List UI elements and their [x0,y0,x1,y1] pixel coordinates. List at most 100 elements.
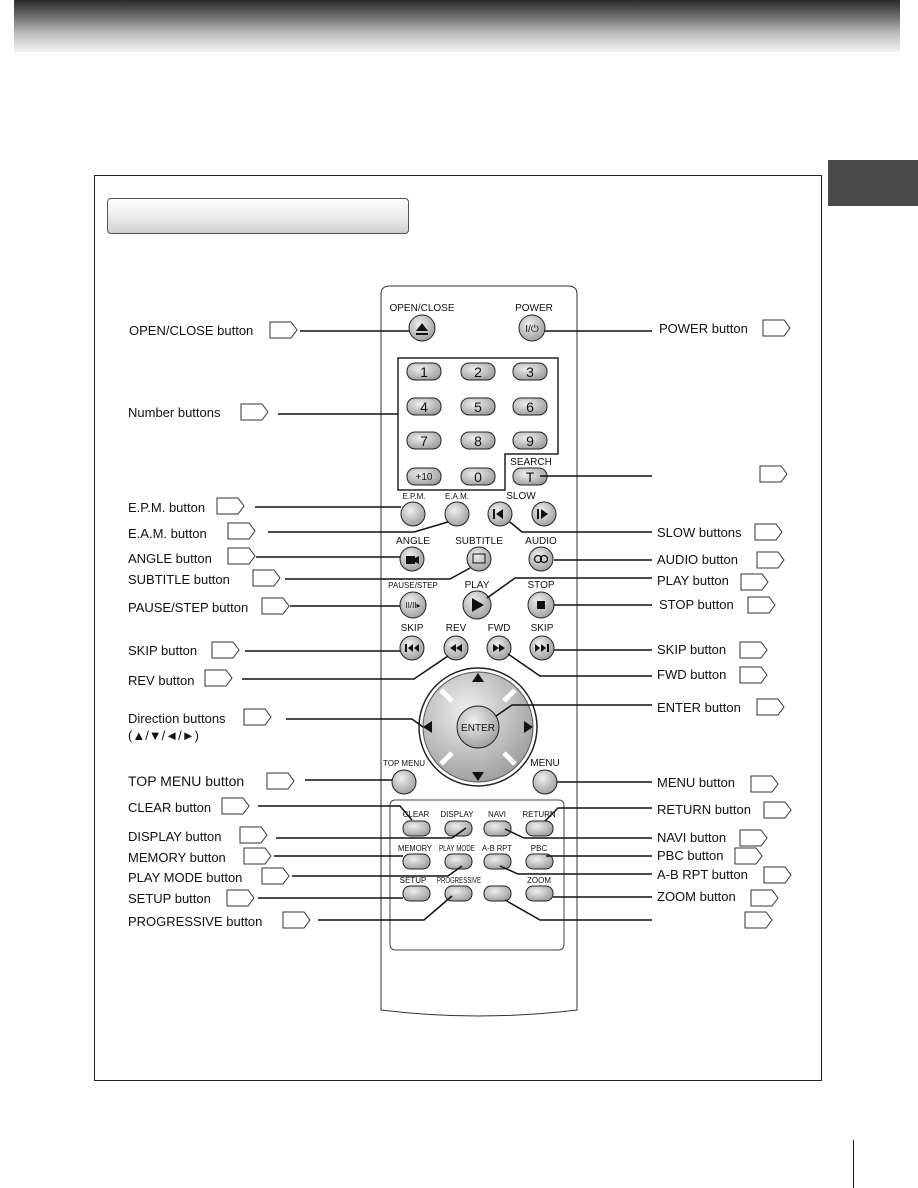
remote-label-skip-left: SKIP [401,623,424,634]
zero-label: 0 [474,469,482,485]
digit-key[interactable] [512,397,548,416]
label-zoom: ZOOM button [657,889,736,904]
title-box [107,198,409,234]
up-arrow-icon [472,673,484,682]
digit-label: 1 [420,364,428,380]
digit-key[interactable] [460,397,496,416]
navi-key[interactable] [483,820,512,837]
memory-key[interactable] [402,853,431,870]
label-clear: CLEAR button [128,800,211,815]
eam-key[interactable] [444,501,470,527]
play-mode-key[interactable] [444,853,473,870]
remote-label-subtitle: SUBTITLE [455,536,503,547]
remote-label-skip-right: SKIP [531,623,554,634]
page-ref-tag [756,551,785,569]
digit-key[interactable] [460,362,496,381]
remote-label-rev: REV [446,623,467,634]
lower-panel [389,799,565,951]
page-ref-tag [261,597,290,615]
display-key[interactable] [444,820,473,837]
digit-key[interactable] [460,431,496,450]
epm-key[interactable] [400,501,426,527]
return-key[interactable] [525,820,554,837]
label-angle: ANGLE button [128,551,212,566]
page-ref-tag [261,867,290,885]
remote-label-progressive: PROGRESSIVE [437,876,481,885]
menu-key[interactable] [532,769,558,795]
setup-key[interactable] [402,885,431,902]
digit-label: 3 [526,364,534,380]
page-ref-tag [740,573,769,591]
power-icon: I/⏻ [525,324,539,335]
remote-label-display: DISPLAY [440,810,474,819]
fwd-icon [493,644,505,652]
page-ref-tag [762,319,791,337]
remote-label-eam: E.A.M. [445,492,469,501]
label-pbc: PBC button [657,848,724,863]
number-pad-frame [397,357,559,491]
ab-rpt-key[interactable] [483,853,512,870]
progressive-key[interactable] [444,885,473,902]
page-ref-tag [744,911,773,929]
digit-label: 4 [420,399,428,415]
zoom-key[interactable] [525,885,554,902]
remote-label-power: POWER [515,303,553,314]
label-subtitle: SUBTITLE button [128,572,230,587]
digit-key[interactable] [512,431,548,450]
remote-label-epm: E.P.M. [403,492,426,501]
remote-label-menu: MENU [530,758,559,769]
remote-label-navi: NAVI [488,810,506,819]
power-key[interactable] [518,314,546,342]
label-power: POWER button [659,321,748,336]
page-ref-tag [282,911,311,929]
eject-icon [416,323,428,335]
top-menu-key[interactable] [391,769,417,795]
page-ref-tag [734,847,763,865]
label-play: PLAY button [657,573,729,588]
page-ref-tag [211,641,240,659]
page-ref-tag [239,826,268,844]
audio-icon [533,554,549,564]
remote-label-top-menu: TOP MENU [383,759,425,768]
clear-key[interactable] [402,820,431,837]
page-ref-tag [227,522,256,540]
plus10-key[interactable] [406,467,442,486]
page-ref-tag [227,547,256,565]
remote-label-search: SEARCH [510,457,552,468]
label-audio: AUDIO button [657,552,738,567]
label-eam: E.A.M. button [128,526,207,541]
digit-key[interactable] [406,431,442,450]
page-ref-tag [226,889,255,907]
digit-key[interactable] [406,362,442,381]
pause-step-key[interactable] [399,591,427,619]
page-ref-tag [269,321,298,339]
section-tab [828,160,918,206]
page-ref-tag [756,698,785,716]
page-ref-tag [221,797,250,815]
label-top-menu: TOP MENU button [128,773,244,789]
remote-label-audio: AUDIO [525,536,557,547]
unlabeled-key[interactable] [483,885,512,902]
label-number: Number buttons [128,405,221,420]
page-ref-tag [754,523,783,541]
digit-label: 7 [420,433,428,449]
digit-key[interactable] [406,397,442,416]
digit-key[interactable] [512,362,548,381]
page-ref-tag [216,497,245,515]
digit-label: 6 [526,399,534,415]
digit-label: 2 [474,364,482,380]
page-ref-tag [243,847,272,865]
label-direction-arrows: (▲/▼/◄/►) [128,728,199,743]
pause-step-icon: II/II▸ [405,601,420,610]
remote-label-slow: SLOW [506,491,536,502]
subtitle-key[interactable] [466,546,492,572]
remote-label-pbc: PBC [531,844,548,853]
page-ref-tag [243,708,272,726]
remote-label-ab-rpt: A-B RPT [482,844,512,853]
label-skip-left: SKIP button [128,643,197,658]
pbc-key[interactable] [525,853,554,870]
zero-key[interactable] [460,467,496,486]
rev-icon [450,644,462,652]
enter-key[interactable] [456,705,500,749]
label-enter: ENTER button [657,700,741,715]
